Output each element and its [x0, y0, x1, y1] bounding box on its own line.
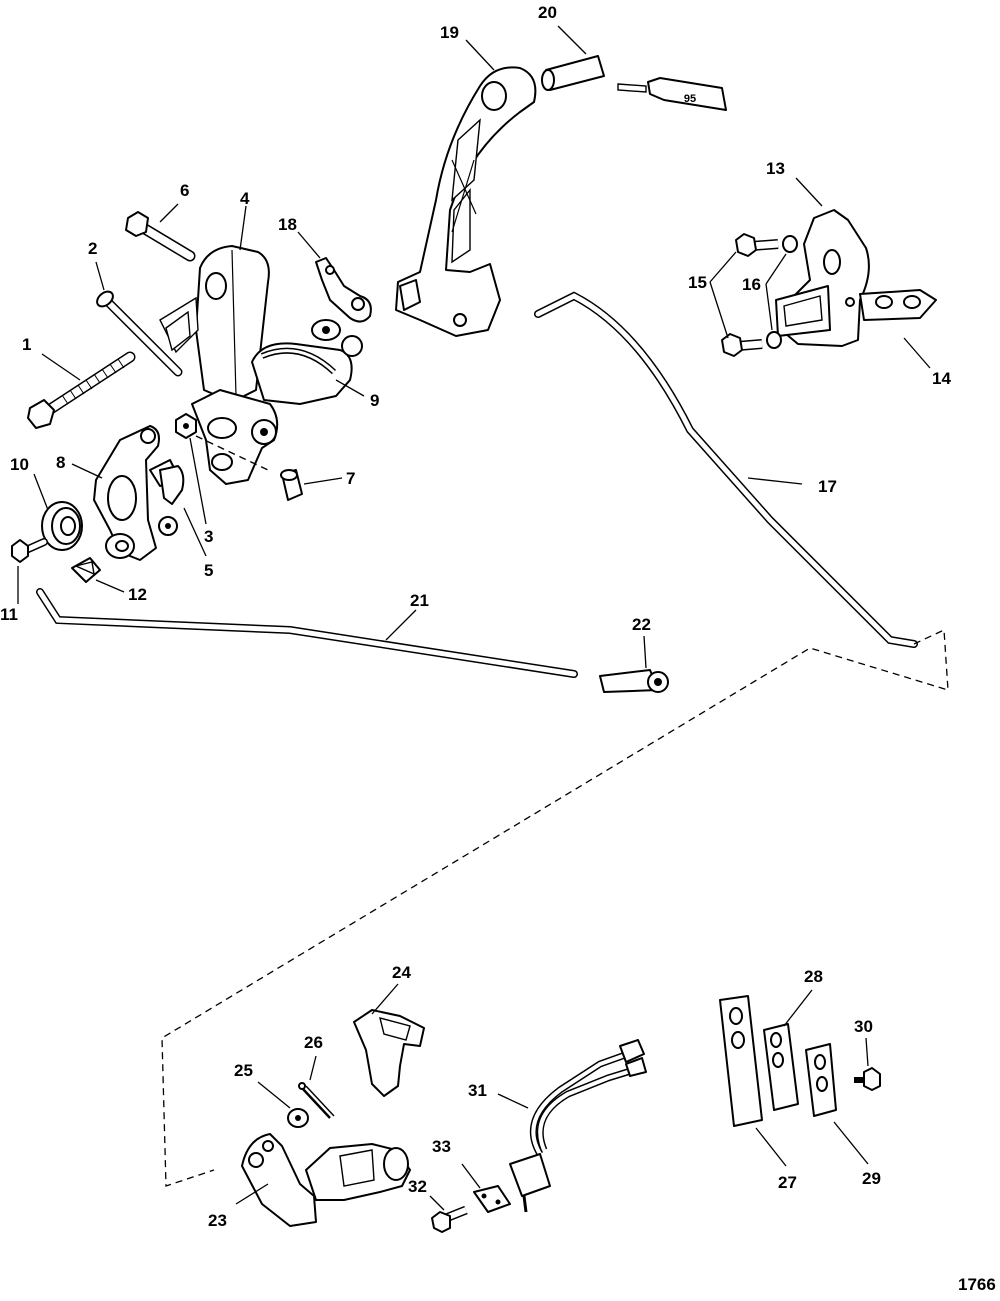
- part-11-screw: [11, 538, 48, 563]
- roller-washer: [105, 533, 135, 559]
- callout-9: 9: [370, 391, 379, 410]
- part-24-cam: [353, 1009, 425, 1097]
- callout-31: 31: [468, 1081, 487, 1100]
- part-32-screw: [431, 1205, 468, 1233]
- callout-27: 27: [778, 1173, 797, 1192]
- callout-20: 20: [538, 3, 557, 22]
- callout-10: 10: [10, 455, 29, 474]
- part-5-pivot: [159, 465, 185, 505]
- callout-4: 4: [240, 189, 250, 208]
- lubricant-tube-label: 95: [684, 93, 696, 105]
- part-29-shim: [805, 1043, 837, 1117]
- callout-14: 14: [932, 369, 951, 388]
- callout-26: 26: [304, 1033, 323, 1052]
- callout-17: 17: [818, 477, 837, 496]
- callout-28: 28: [804, 967, 823, 986]
- part-22-rod-end: [599, 669, 669, 693]
- part-16-bushing-lower: [766, 331, 782, 349]
- callout-2: 2: [88, 239, 97, 258]
- callout-24: 24: [392, 963, 411, 982]
- connector-dashed-lines: [161, 629, 949, 1187]
- part-4-bracket: [159, 245, 270, 403]
- part-26-cotter-pin: [298, 1082, 335, 1119]
- part-14-plate: [859, 289, 937, 321]
- part-25-washer: [287, 1108, 309, 1128]
- part-28-shim: [763, 1023, 799, 1111]
- part-1-bolt: [27, 351, 136, 429]
- part-18-link: [315, 257, 372, 323]
- callout-3: 3: [204, 527, 213, 546]
- part-9-clamp-bracket: [251, 319, 363, 405]
- part-2-pin: [96, 290, 183, 377]
- part-12-clip: [71, 557, 101, 583]
- callout-labels: 1 2 3 4 5 6 7 8 9 10 11 12 13 14 15 16 1…: [0, 3, 951, 1230]
- part-15-screw-upper: [735, 233, 779, 257]
- leader-lines: [17, 25, 931, 1211]
- callout-18: 18: [278, 215, 297, 234]
- callout-25: 25: [234, 1061, 253, 1080]
- part-10-pulley: [41, 501, 83, 551]
- part-19-arm: [395, 66, 537, 337]
- callout-23: 23: [208, 1211, 227, 1230]
- part-6-bolt: [125, 211, 196, 262]
- callout-12: 12: [128, 585, 147, 604]
- callout-5: 5: [204, 561, 213, 580]
- callout-1: 1: [22, 335, 31, 354]
- part-31-switch: [509, 1039, 647, 1213]
- callout-7: 7: [346, 469, 355, 488]
- callout-22: 22: [632, 615, 651, 634]
- part-17-rod: [534, 291, 918, 648]
- part-16-bushing-upper: [782, 235, 798, 253]
- callout-16: 16: [742, 275, 761, 294]
- callout-13: 13: [766, 159, 785, 178]
- callout-15: 15: [688, 273, 707, 292]
- part-13-bracket: [775, 209, 870, 347]
- callout-21: 21: [410, 591, 429, 610]
- callout-8: 8: [56, 453, 65, 472]
- part-30-screw: [854, 1067, 881, 1091]
- throttle-body-assembly: [191, 389, 279, 485]
- callout-30: 30: [854, 1017, 873, 1036]
- lubricant-tube: 95: [617, 77, 727, 111]
- callout-19: 19: [440, 23, 459, 42]
- callout-33: 33: [432, 1137, 451, 1156]
- callout-32: 32: [408, 1177, 427, 1196]
- part-27-shim: [719, 995, 763, 1127]
- callout-29: 29: [862, 1169, 881, 1188]
- part-3-nut: [175, 413, 197, 439]
- figure-number: 1766: [958, 1275, 996, 1294]
- part-33-plate: [473, 1185, 511, 1213]
- callout-11: 11: [0, 605, 18, 624]
- part-20-pin: [541, 55, 605, 91]
- part-7-bushing: [280, 469, 303, 501]
- callout-6: 6: [180, 181, 189, 200]
- part-21-rod: [36, 588, 578, 678]
- part-23-shift-lever: [241, 1133, 411, 1227]
- part-15-screw-lower: [721, 333, 763, 357]
